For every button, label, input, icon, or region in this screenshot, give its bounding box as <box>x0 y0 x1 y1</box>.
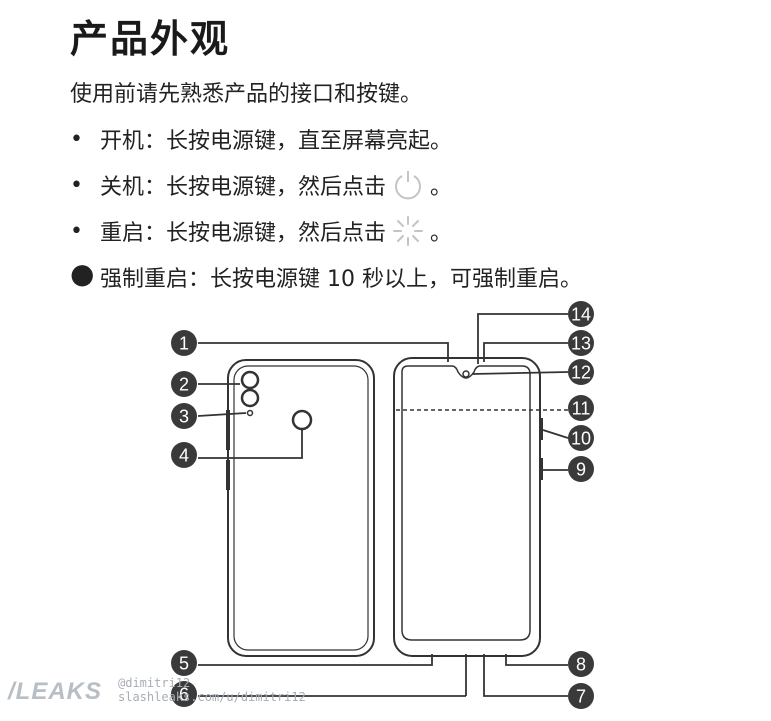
callout-14: 14 <box>568 301 594 327</box>
instruction-text: 重启：长按电源键，然后点击 <box>100 221 387 246</box>
callout-13: 13 <box>568 330 594 356</box>
svg-text:10: 10 <box>571 429 591 449</box>
svg-text:8: 8 <box>576 655 586 675</box>
watermark-line-1: @dimitri12 <box>118 676 191 690</box>
instruction-suffix: 。 <box>430 221 453 246</box>
instruction-text: 开机：长按电源键，直至屏幕亮起。 <box>100 129 453 154</box>
callout-10: 10 <box>568 425 594 451</box>
svg-text:3: 3 <box>179 407 189 427</box>
instruction-suffix: 。 <box>430 175 453 200</box>
phone-back <box>226 359 375 657</box>
svg-text:13: 13 <box>571 334 591 354</box>
leader-lines <box>197 313 569 697</box>
svg-text:11: 11 <box>572 399 591 419</box>
callout-2: 2 <box>171 371 197 397</box>
instruction-list: • 开机：长按电源键，直至屏幕亮起。 • 关机：长按电源键，然后点击 。 • 重… <box>70 116 582 300</box>
page-title: 产品外观 <box>70 17 231 61</box>
restart-icon <box>390 214 426 248</box>
callout-11: 11 <box>568 395 594 421</box>
front-camera-icon <box>462 370 470 378</box>
list-item-restart: • 重启：长按电源键，然后点击 。 <box>70 208 582 254</box>
svg-text:7: 7 <box>576 687 586 707</box>
callout-1: 1 <box>171 330 197 356</box>
callout-12: 12 <box>568 359 594 385</box>
phone-diagram: 1 2 3 4 5 6 7 8 9 10 11 12 13 14 <box>171 301 594 709</box>
svg-text:1: 1 <box>179 334 189 354</box>
callout-6: 6 <box>171 681 197 707</box>
instruction-text: 强制重启：长按电源键 10 秒以上，可强制重启。 <box>100 267 582 292</box>
callout-8: 8 <box>568 651 594 677</box>
svg-text:2: 2 <box>179 375 189 395</box>
watermark-line-2: slashleaks.com/u/dimitri12 <box>118 690 306 704</box>
list-item-force-restart: ● 强制重启：长按电源键 10 秒以上，可强制重启。 <box>70 254 582 300</box>
instruction-text: 关机：长按电源键，然后点击 <box>100 175 387 200</box>
bullet-dot: • <box>70 218 83 244</box>
watermark-text: @dimitri12 slashleaks.com/u/dimitri12 <box>118 676 306 704</box>
bullet-dot: • <box>70 172 83 198</box>
list-item-power-on: • 开机：长按电源键，直至屏幕亮起。 <box>70 116 582 162</box>
bullet-dot: • <box>70 126 83 152</box>
svg-text:5: 5 <box>179 654 189 674</box>
svg-text:6: 6 <box>179 685 189 705</box>
callout-9: 9 <box>568 456 594 482</box>
bullet-dot: ● <box>70 256 95 290</box>
intro-text: 使用前请先熟悉产品的接口和按键。 <box>70 82 423 107</box>
camera-lens-icon <box>240 370 260 408</box>
svg-text:9: 9 <box>576 460 586 480</box>
callout-5: 5 <box>171 650 197 676</box>
list-item-power-off: • 关机：长按电源键，然后点击 。 <box>70 162 582 208</box>
callout-3: 3 <box>171 403 197 429</box>
flash-icon <box>246 409 254 417</box>
fingerprint-sensor-icon <box>291 409 313 431</box>
phone-front <box>393 357 543 657</box>
callout-7: 7 <box>568 683 594 709</box>
power-icon <box>390 168 426 202</box>
svg-text:12: 12 <box>571 363 591 383</box>
watermark-logo: /LEAKS <box>8 678 103 705</box>
svg-text:14: 14 <box>571 305 591 325</box>
svg-text:4: 4 <box>179 446 189 466</box>
callout-4: 4 <box>171 442 197 468</box>
